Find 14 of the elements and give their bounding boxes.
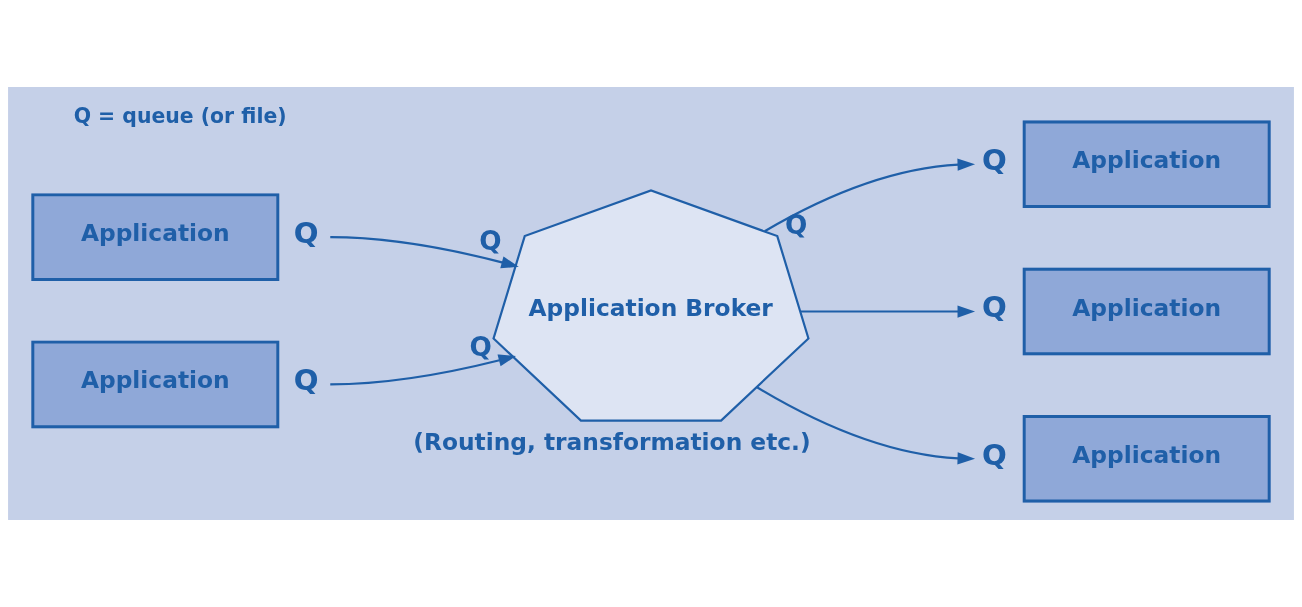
arrow xyxy=(330,236,519,269)
arrow xyxy=(330,354,516,386)
node-label: Q xyxy=(293,216,319,250)
node-label: (Routing, transformation etc.) xyxy=(413,427,811,455)
node-label: Q xyxy=(981,437,1007,472)
label: Q = queue (or file) xyxy=(73,104,287,129)
arrow xyxy=(756,386,976,465)
arrow xyxy=(764,158,976,233)
arrow xyxy=(800,305,976,318)
node-label: Q xyxy=(469,331,492,362)
node-label: Q xyxy=(293,363,319,398)
node-label: Q xyxy=(784,209,808,240)
node-label: Q xyxy=(981,143,1007,178)
node-label: Q xyxy=(981,290,1007,325)
